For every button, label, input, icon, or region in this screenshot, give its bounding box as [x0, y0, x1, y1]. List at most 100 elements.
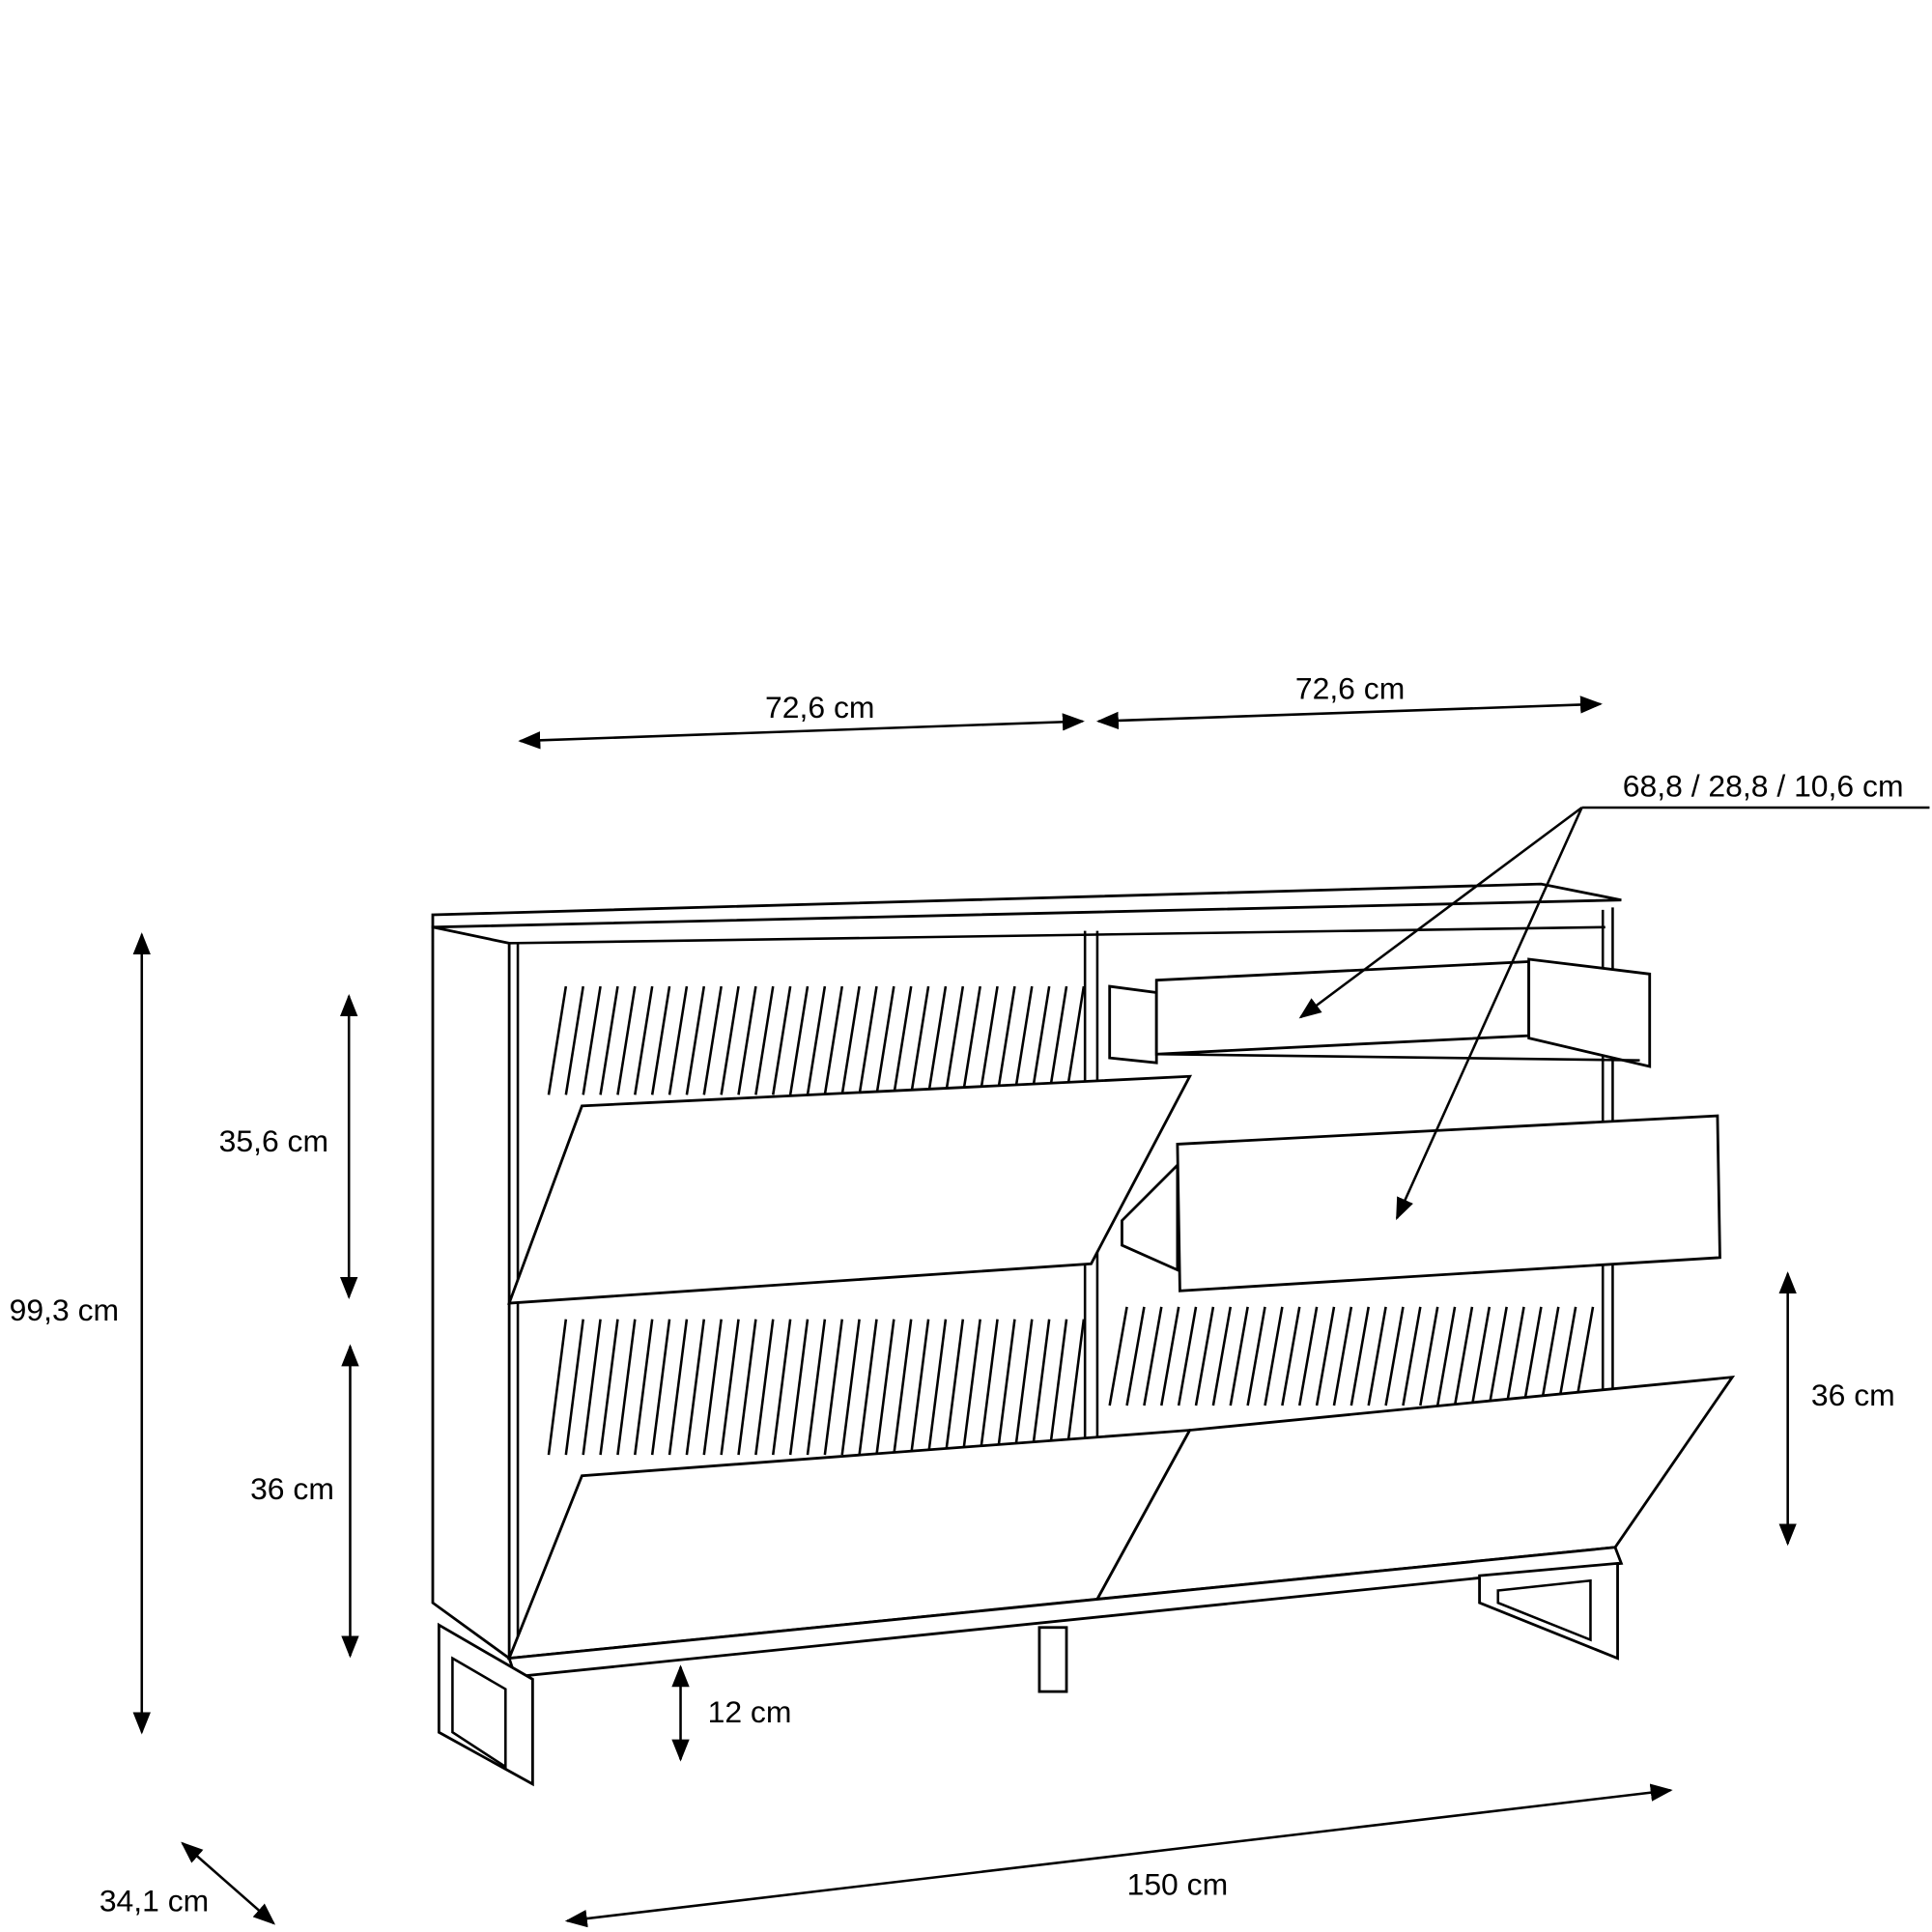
rack-bar	[893, 1319, 913, 1456]
total-height-label: 99,3 cm	[10, 1293, 119, 1327]
rack-bar	[840, 1319, 861, 1456]
rack-bar	[979, 1319, 999, 1456]
dimension-lines	[132, 696, 1930, 1928]
rack-bar	[650, 1319, 671, 1456]
rack-bar	[944, 1319, 965, 1456]
rack-bar	[564, 985, 584, 1095]
rack-bar	[547, 985, 568, 1095]
rack-bar	[1350, 1306, 1370, 1406]
rack-bar	[564, 1319, 584, 1456]
rack-bar	[1047, 985, 1068, 1095]
lower-flap-height-left-label: 36 cm	[250, 1471, 334, 1506]
rack-bar	[547, 1319, 568, 1456]
rack-bar	[650, 985, 671, 1095]
rack-bar	[1108, 1306, 1128, 1406]
drawer-size-label: 68,8 / 28,8 / 10,6 cm	[1623, 769, 1904, 804]
rack-bar	[582, 985, 602, 1095]
rack-bar	[668, 1319, 689, 1456]
rack-bar	[668, 985, 689, 1095]
rack-bar	[961, 985, 981, 1095]
rack-bar	[823, 1319, 843, 1456]
rack-bar	[1031, 1319, 1051, 1456]
rack-bar	[858, 985, 878, 1095]
rack-bar	[1384, 1306, 1405, 1406]
rack-bar	[1505, 1306, 1525, 1406]
rack-bar	[1065, 985, 1086, 1095]
rack-bar	[616, 1319, 637, 1456]
legs	[437, 1561, 1619, 1787]
rack-bar	[788, 1319, 810, 1456]
rack-bar	[806, 1319, 827, 1456]
rack-bar	[754, 985, 775, 1095]
shoe-racks	[547, 985, 1595, 1456]
rack-bar	[1540, 1306, 1560, 1406]
rack-bar	[806, 985, 827, 1095]
rack-bar	[702, 1319, 723, 1456]
rack-bar	[788, 985, 810, 1095]
rack-bar	[720, 985, 740, 1095]
rack-bar	[685, 1319, 706, 1456]
upper-flap-height-label: 35,6 cm	[219, 1123, 328, 1158]
rack-bar	[944, 985, 965, 1095]
rack-bar	[858, 1319, 878, 1456]
rack-bar	[1229, 1306, 1249, 1406]
rack-bar	[1574, 1306, 1595, 1406]
rack-bar	[875, 985, 895, 1095]
rack-bar	[961, 1319, 981, 1456]
rack-bar	[1177, 1306, 1198, 1406]
rack-bar	[737, 985, 757, 1095]
rack-bar	[771, 1319, 792, 1456]
open-drawer-top	[1108, 957, 1652, 1068]
rack-bar	[1125, 1306, 1146, 1406]
rack-bar	[737, 1319, 757, 1456]
rack-bar	[1470, 1306, 1492, 1406]
rack-bar	[616, 985, 637, 1095]
rack-bar	[1367, 1306, 1387, 1406]
rack-bar	[1281, 1306, 1301, 1406]
left-side-panel	[431, 925, 511, 1662]
rack-bar	[1297, 1306, 1319, 1406]
rack-bar	[996, 1319, 1016, 1456]
rack-bar	[823, 985, 843, 1095]
rack-bar	[702, 985, 723, 1095]
rack-bar	[1031, 985, 1051, 1095]
rack-bar	[599, 1319, 619, 1456]
rack-bar	[926, 1319, 948, 1456]
rack-bar	[1013, 1319, 1034, 1456]
drawer-front	[1176, 1114, 1721, 1293]
rack-bar	[685, 985, 706, 1095]
rack-bar	[1264, 1306, 1284, 1406]
rack-bar	[1143, 1306, 1163, 1406]
rack-bar	[1453, 1306, 1474, 1406]
rack-bar	[771, 985, 792, 1095]
rack-bar	[1332, 1306, 1353, 1406]
rack-bar	[1194, 1306, 1215, 1406]
rack-bar	[634, 1319, 654, 1456]
cabinet	[431, 882, 1736, 1787]
rack-bar	[1522, 1306, 1543, 1406]
right-width-label: 72,6 cm	[1295, 671, 1405, 706]
cabinet-top	[431, 882, 1622, 929]
total-width-label: 150 cm	[1127, 1867, 1229, 1902]
rack-bar	[1315, 1306, 1336, 1406]
flap-bottom-right	[1094, 1375, 1736, 1602]
rack-bar	[875, 1319, 895, 1456]
rack-bar	[893, 985, 913, 1095]
rack-bar	[599, 985, 619, 1095]
rack-bar	[979, 985, 999, 1095]
flap-top-left	[507, 1074, 1193, 1305]
rack-bar	[1557, 1306, 1577, 1406]
rack-bar	[909, 985, 930, 1095]
rack-bar	[634, 985, 654, 1095]
rack-bar	[1488, 1306, 1508, 1406]
rack-bar	[754, 1319, 775, 1456]
leg-height-label: 12 cm	[708, 1694, 792, 1729]
dimension-labels: 72,6 cm 72,6 cm 68,8 / 28,8 / 10,6 cm 99…	[10, 671, 1904, 1918]
rack-bar	[1013, 985, 1034, 1095]
rack-bar	[720, 1319, 740, 1456]
rack-bar	[909, 1319, 930, 1456]
rack-bar	[582, 1319, 602, 1456]
rack-bar	[1160, 1306, 1180, 1406]
rack-bar	[996, 985, 1016, 1095]
